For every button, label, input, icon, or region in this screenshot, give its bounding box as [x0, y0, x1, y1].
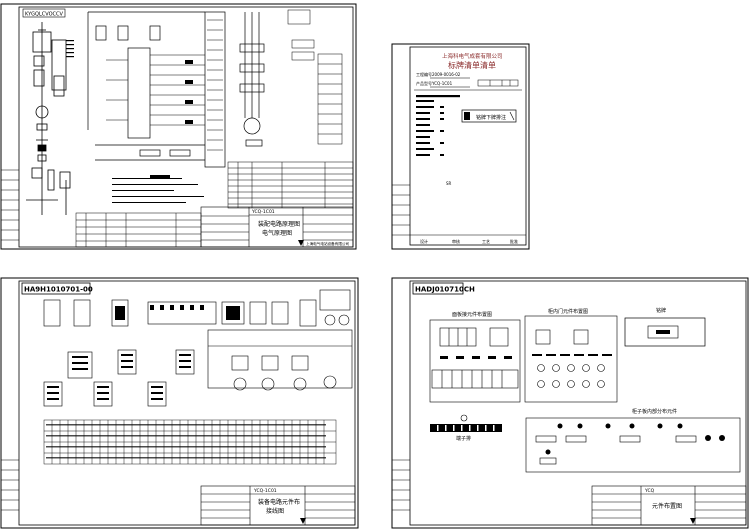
- sheet-2-plate-box: 铭牌下牌排注: [461, 109, 517, 123]
- sheet-4-label-terminal: 端子排: [456, 435, 471, 442]
- sheet-2-sign-4: 批准: [510, 238, 518, 244]
- sheet-4-title: 元件布置图: [652, 502, 682, 510]
- sheet-2-title: 标牌清单清单: [448, 60, 496, 70]
- sheet-1-title-line1: 装配电路原理图: [258, 220, 300, 228]
- sheet-2-field2-label: 产品型号: [416, 80, 432, 86]
- sheet-3-title-line1: 装备电路元件布: [258, 498, 300, 506]
- sheet-4-plate: [624, 317, 706, 347]
- sheet-4-layout-diagram: HADJ010710CH 面板接元件布置图 柜内门元件布置图 铭牌: [391, 277, 749, 529]
- sheet-3-title-line2: 接线图: [266, 507, 284, 515]
- sheet-1-logo-icon: [298, 240, 304, 246]
- sheet-1-code: KYGQLCVOCCV: [25, 12, 63, 18]
- sheet-2-company: 上海科电气成套有限公司: [442, 52, 503, 60]
- sheet-1-title-line2: 电气原理图: [262, 229, 292, 237]
- sheet-4-code: HADJ010710CH: [415, 286, 475, 294]
- sheet-4-logo-icon: [690, 518, 696, 524]
- sheet-2-sign-3: 工艺: [482, 239, 490, 244]
- sheet-1-product-code: YCQ-1C01: [251, 209, 275, 215]
- sheet-2-mark: SR: [446, 181, 452, 186]
- sheet-4-terminal-strip: [430, 424, 502, 432]
- sheet-2-field2-value: YCQ-1C01: [431, 81, 453, 86]
- sheet-2-sign-1: 设计: [420, 238, 428, 244]
- sheet-4-label-front: 面板接元件布置图: [452, 311, 492, 318]
- sheet-2-sign-2: 审核: [452, 238, 460, 244]
- sheet-1-schematic: KYGQLCVOCCV: [0, 3, 357, 250]
- sheet-1-company: 上海电气电站设备有限公司: [306, 241, 350, 246]
- sheet-4-label-plate: 铭牌: [656, 307, 666, 314]
- sheet-2-field1-value: 2009-0016-02: [432, 72, 461, 77]
- sheet-3-logo-icon: [300, 518, 306, 524]
- sheet-2-plate-text: 铭牌下牌排注: [476, 114, 506, 121]
- sheet-2-nameplate-list: 上海科电气成套有限公司 标牌清单清单 工程编号 2009-0016-02 产品型…: [391, 43, 530, 250]
- sheet-3-code: HA9H1010701-00: [24, 286, 93, 294]
- sheet-3-wiring-table: [43, 419, 337, 465]
- sheet-4-label-bottom-right: 柜子板内部分布元件: [632, 408, 677, 415]
- sheet-3-product-code: YCQ-1C01: [253, 488, 277, 494]
- sheet-2-field1-label: 工程编号: [416, 71, 432, 77]
- sheet-4-product-code: YCQ: [644, 488, 655, 494]
- sheet-3-wiring-diagram: HA9H1010701-00: [0, 277, 359, 529]
- sheet-4-label-door: 柜内门元件布置图: [548, 308, 588, 315]
